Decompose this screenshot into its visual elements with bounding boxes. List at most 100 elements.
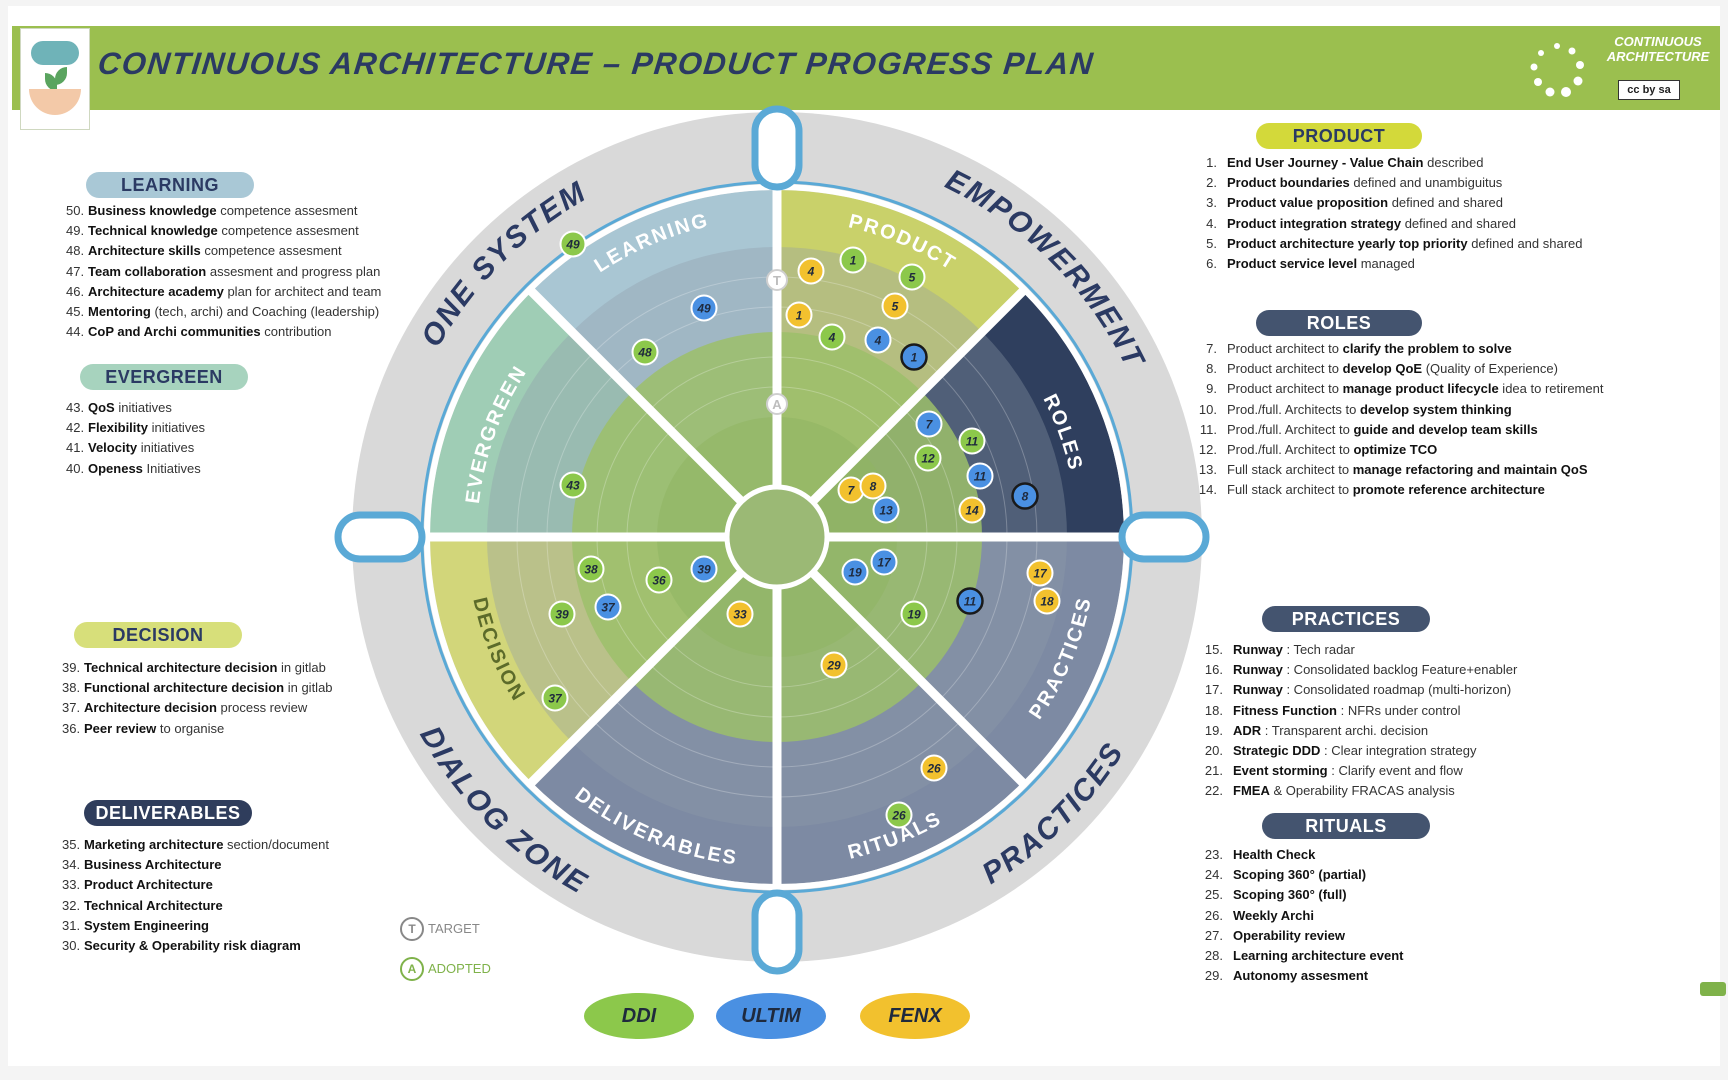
marker-fenx-26 — [920, 754, 948, 782]
product-item: 3.Product value proposition defined and … — [1183, 193, 1583, 213]
item-number: 44. — [66, 324, 85, 340]
marker-ultim-4 — [864, 326, 892, 354]
item-text: defined and shared — [1467, 235, 1583, 251]
marker-ultim-11 — [956, 587, 984, 615]
marker-ddi-37 — [541, 684, 569, 712]
roles-item: 7.Product architect to clarify the probl… — [1183, 339, 1603, 359]
item-keyword: promote reference architecture — [1352, 482, 1545, 498]
item-text: : NFRs under control — [1337, 702, 1461, 718]
marker-fenx-5 — [881, 292, 909, 320]
item-text: initiatives — [114, 400, 172, 415]
item-keyword: System Engineering — [84, 917, 209, 933]
item-text: competence assesment — [200, 243, 342, 259]
marker-ultim-8 — [1011, 482, 1039, 510]
marker-label: 11 — [974, 470, 987, 484]
marker-ddi-4 — [818, 323, 846, 351]
learning-item: 44.CoP and Archi communities contributio… — [66, 322, 381, 342]
team-ultim: ULTIM — [716, 993, 826, 1039]
section-title-product: PRODUCT — [1256, 123, 1422, 149]
marker-label: 36 — [652, 574, 666, 588]
marker-ddi-12 — [914, 444, 942, 472]
item-number: 14. — [1198, 482, 1217, 498]
item-prefix: Product architect to — [1227, 361, 1343, 377]
item-number: 36. — [62, 720, 81, 736]
item-keyword: develop system thinking — [1359, 401, 1512, 417]
item-text: : Clear integration strategy — [1320, 742, 1477, 758]
item-number: 37. — [62, 700, 81, 716]
learning-item: 49.Technical knowledge competence assesm… — [66, 221, 381, 241]
marker-label: 33 — [733, 608, 747, 622]
rituals-item: 26.Weekly Archi — [1189, 906, 1404, 926]
marker-ultim-13 — [872, 496, 900, 524]
marker-label: 43 — [565, 479, 580, 493]
item-number: 35. — [62, 837, 81, 852]
marker-ddi-48 — [631, 338, 659, 366]
learning-list: 50.Business knowledge competence assesme… — [66, 201, 381, 342]
item-number: 31. — [62, 917, 81, 933]
marker-label: 8 — [870, 480, 877, 494]
marker-label: 1 — [911, 351, 918, 365]
item-keyword: develop QoE — [1342, 361, 1423, 377]
roles-item: 9.Product architect to manage product li… — [1183, 379, 1603, 399]
item-number: 45. — [66, 303, 85, 319]
item-number: 17. — [1204, 682, 1223, 698]
marker-label: 37 — [548, 692, 563, 706]
item-keyword: Functional architecture decision — [84, 680, 285, 696]
deliverables-item: 33.Product Architecture — [62, 875, 329, 895]
item-keyword: guide and develop team skills — [1353, 421, 1538, 437]
item-keyword: Architecture skills — [88, 243, 201, 259]
marker-label: 4 — [807, 265, 815, 279]
marker-ultim-1 — [900, 343, 928, 371]
marker-ddi-38 — [577, 555, 605, 583]
wheel-hub — [724, 484, 830, 590]
item-number: 34. — [62, 857, 81, 873]
item-number: 46. — [66, 283, 85, 299]
item-prefix: Product architect to — [1227, 341, 1343, 356]
deliverables-item: 34.Business Architecture — [62, 855, 329, 875]
item-keyword: ADR — [1233, 722, 1262, 738]
item-keyword: Product service level — [1227, 255, 1358, 271]
item-text: (tech, archi) and Coaching (leadership) — [150, 303, 380, 319]
roles-item: 11.Prod./full. Architect to guide and de… — [1183, 420, 1603, 440]
marker-fenx-8 — [859, 472, 887, 500]
item-keyword: optimize TCO — [1353, 441, 1438, 457]
marker-ddi-1 — [839, 246, 867, 274]
axis-target-marker — [766, 269, 788, 291]
item-number: 23. — [1204, 847, 1223, 862]
item-text: initiatives — [137, 440, 195, 456]
marker-ddi-11 — [958, 427, 986, 455]
axis-adopted-marker — [766, 393, 788, 415]
learning-item: 46.Architecture academy plan for archite… — [66, 282, 381, 302]
marker-label: 39 — [697, 563, 711, 577]
spoke — [524, 533, 781, 790]
item-text: Initiatives — [142, 460, 201, 476]
marker-label: 4 — [828, 331, 836, 345]
item-number: 9. — [1206, 381, 1217, 397]
item-number: 1. — [1206, 155, 1217, 170]
item-keyword: Architecture decision — [84, 700, 217, 716]
item-keyword: clarify the problem to solve — [1342, 341, 1512, 356]
item-number: 38. — [62, 680, 81, 696]
section-title-roles: ROLES — [1256, 310, 1422, 336]
practices-item: 16.Runway : Consolidated backlog Feature… — [1189, 660, 1517, 680]
marker-ultim-49 — [690, 294, 718, 322]
adopted-icon: A — [400, 957, 424, 981]
marker-ddi-19 — [900, 600, 928, 628]
item-prefix: Prod./full. Architect to — [1227, 421, 1354, 437]
item-text: initiatives — [147, 420, 206, 436]
item-number: 16. — [1204, 662, 1223, 678]
item-keyword: Mentoring — [88, 303, 151, 319]
item-text: contribution — [260, 324, 332, 340]
marker-label: 4 — [874, 334, 882, 348]
marker-label: 38 — [584, 563, 598, 577]
item-keyword: CoP and Archi communities — [88, 324, 261, 340]
marker-label: 11 — [966, 435, 979, 449]
item-number: 28. — [1204, 947, 1223, 963]
decision-list: 39.Technical architecture decision in gi… — [62, 658, 333, 739]
item-text: & Operability FRACAS analysis — [1269, 783, 1455, 799]
item-keyword: Velocity — [88, 440, 138, 456]
roles-item: 12.Prod./full. Architect to optimize TCO — [1183, 440, 1603, 460]
marker-label: 17 — [1033, 567, 1048, 581]
